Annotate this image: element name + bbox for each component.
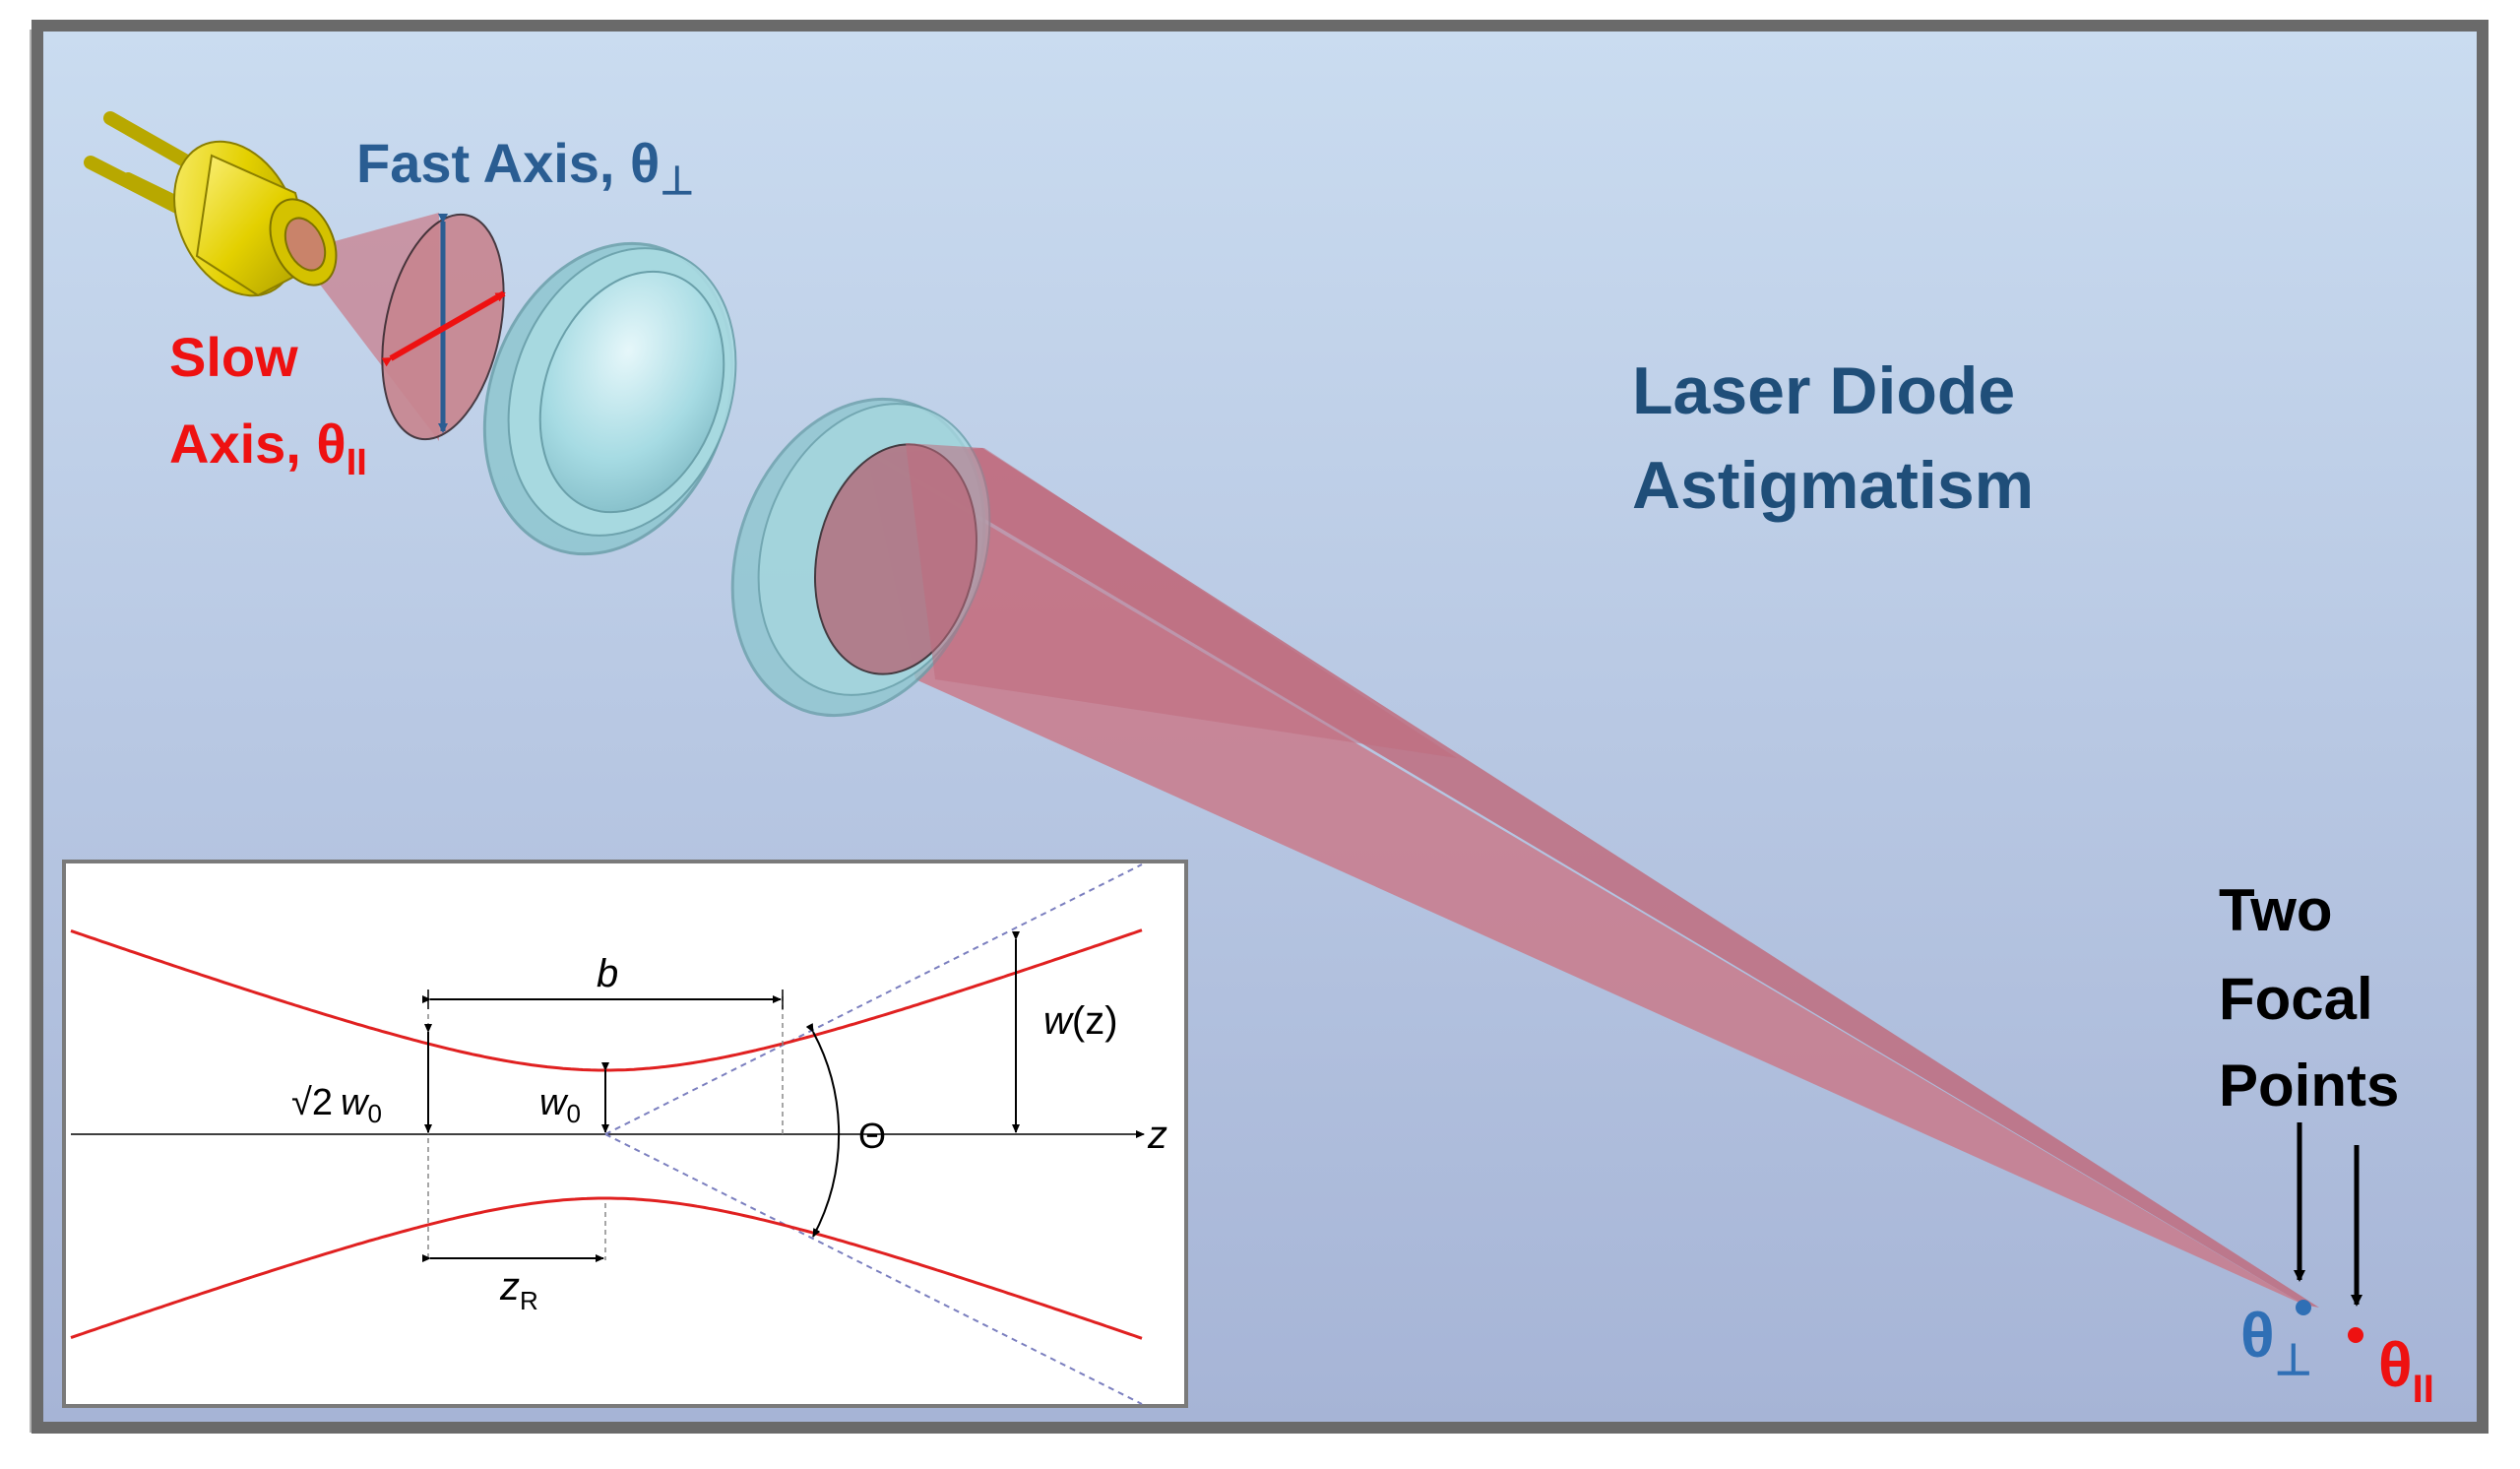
theta-arc [805, 1023, 841, 1238]
fast-axis-label: Fast Axis, θ⊥ [356, 132, 694, 203]
z-label: z [1147, 1114, 1167, 1157]
lens-icon [482, 241, 737, 556]
title-line1: Laser Diode [1632, 353, 2015, 428]
b-label: b [597, 952, 618, 995]
title-line2: Astigmatism [1632, 448, 2034, 523]
focal-label-line1: Two [2219, 877, 2333, 943]
slow-axis-label-line2: Axis, θII [169, 413, 367, 483]
laser-diode-icon [84, 111, 338, 297]
asymptote-upper [604, 863, 1143, 1135]
slow-axis-arrow [381, 290, 506, 367]
focal-label-line3: Points [2219, 1053, 2399, 1118]
beam-join [906, 443, 1457, 758]
slow-axis-label-line1: Slow [169, 326, 298, 388]
beam-envelope-lower [70, 1196, 1143, 1340]
asymptote-lower [604, 1133, 1143, 1405]
zr-label: zR [499, 1265, 538, 1315]
focal-point-par [2348, 1327, 2363, 1343]
focal-label-line2: Focal [2219, 966, 2373, 1032]
w0-label: w0 [539, 1082, 581, 1128]
theta-perp-label: θ⊥ [2240, 1300, 2312, 1384]
theta-par-label: θII [2378, 1329, 2434, 1411]
focal-point-perp [2296, 1300, 2311, 1315]
theta-label: Θ [858, 1116, 886, 1156]
wz-label: w(z) [1043, 999, 1118, 1043]
